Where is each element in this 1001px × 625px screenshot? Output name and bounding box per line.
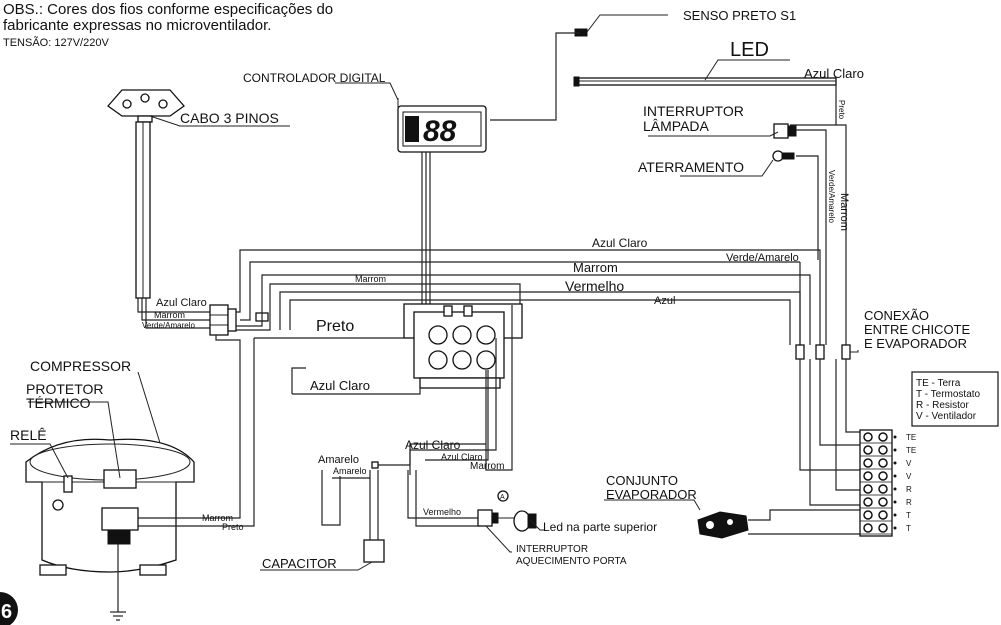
wire-label-vermelho-top: Vermelho [565,278,624,294]
relay-label: RELÊ [10,427,47,443]
voltage-note: TENSÃO: 127V/220V [3,36,109,49]
lamp-switch-label-2: LÂMPADA [643,118,710,134]
connection-label-2: ENTRE CHICOTE [864,322,971,337]
cable-label: CABO 3 PINOS [180,110,279,126]
wire-label-plug-marrom: Marrom [154,310,185,320]
connection-label-3: E EVAPORADOR [864,336,967,351]
terminal-code: R [906,485,912,494]
led-bar [573,59,837,87]
legend-entry: V - Ventilador [916,411,977,422]
terminal-row: V [860,471,912,483]
terminal-code: V [906,459,912,468]
wire-label-vertical-verde-amarelo: Verde/Amarelo [827,170,836,223]
led-top-label: Led na parte superior [543,520,657,534]
led-label: LED [730,39,769,61]
protector-label-2: TÉRMICO [26,395,91,411]
wire-label-preto-center: Preto [316,318,354,335]
three-pin-plug [107,89,185,299]
compressor [25,438,195,576]
wire-label-cap-marrom: Marrom [470,461,504,472]
evaporator-assembly [697,511,749,539]
door-switch-label-1: INTERRUPTOR [516,544,588,555]
wire-label-plug-azul-claro: Azul Claro [156,297,207,309]
lamp-switch-label-1: INTERRUPTOR [643,103,744,119]
obs-line-2: fabricante expressas no microventilador. [3,17,271,34]
lamp-switch [648,123,797,139]
terminal-row: TE [860,445,916,457]
terminal-row: T [860,510,911,522]
legend-entry: R - Resistor [916,400,969,411]
wire-label-marrom-small: Marrom [355,274,386,284]
compressor-label: COMPRESSOR [30,358,131,374]
terminal-code: V [906,472,912,481]
door-heater-switch: A [477,490,509,527]
protector-label-1: PROTETOR [26,381,104,397]
wire-label-cap-azul-claro: Azul Claro [405,438,461,452]
wire-label-cap-azul-claro-2: Azul Claro [441,452,483,462]
terminal-row: R [860,484,912,496]
wire-label-verde-amarelo-top: Verde/Amarelo [726,252,799,264]
grounding-lug [680,150,795,177]
page-number: 6 [1,601,12,623]
wire-label-compressor-marrom: Marrom [202,513,233,523]
terminal-row: T [860,523,911,535]
wire-label-amarelo-1: Amarelo [318,454,359,466]
controller-display: 88 [423,115,457,148]
wire-label-amarelo-2: Amarelo [333,466,367,476]
sensor-label: SENSO PRETO S1 [683,8,796,23]
capacitor [321,461,385,563]
terminal-code: TE [906,446,916,455]
wire-label-azul-claro-center: Azul Claro [310,378,370,393]
page-number-badge: 6 [0,592,18,625]
wire-label-compressor-preto: Preto [222,522,244,532]
terminal-code: R [906,498,912,507]
inline-connectors [795,344,851,360]
wire-label-door-vermelho: Vermelho [423,507,461,517]
wire-label-azul-claro-top: Azul Claro [592,236,648,250]
terminal-code: T [906,511,911,520]
obs-line-1: OBS.: Cores dos fios conforme especifica… [3,1,333,18]
grounding-label: ATERRAMENTO [638,159,744,175]
terminal-row: R [860,497,912,509]
wire-label-azul-top: Azul [654,295,675,307]
digital-controller: 88 [397,98,487,153]
led-lamp [498,510,537,532]
wire-label-marrom-top: Marrom [573,260,618,275]
wire-label-led-azul-claro: Azul Claro [804,66,864,81]
evaporator-label-2: EVAPORADOR [606,487,697,502]
terminal-row: V [860,458,912,470]
terminal-code: T [906,524,911,533]
legend-entry: T - Termostato [916,389,981,400]
controller-label: CONTROLADOR DIGITAL [243,71,386,85]
central-connector [403,303,523,389]
terminal-code: TE [906,433,916,442]
terminal-row: TE [860,432,916,444]
wire-label-vertical-marrom: Marrom [838,193,850,231]
sensor [490,14,668,121]
door-switch-label-2: AQUECIMENTO PORTA [516,556,627,567]
legend-entry: TE - Terra [916,378,961,389]
evaporator-label-1: CONJUNTO [606,473,678,488]
svg-text:A: A [500,494,505,501]
capacitor-label: CAPACITOR [262,556,337,571]
wire-label-led-preto: Preto [837,100,846,120]
connection-label-1: CONEXÃO [864,308,929,323]
wire-label-plug-verde-amarelo: Verde/Amarelo [142,321,195,330]
